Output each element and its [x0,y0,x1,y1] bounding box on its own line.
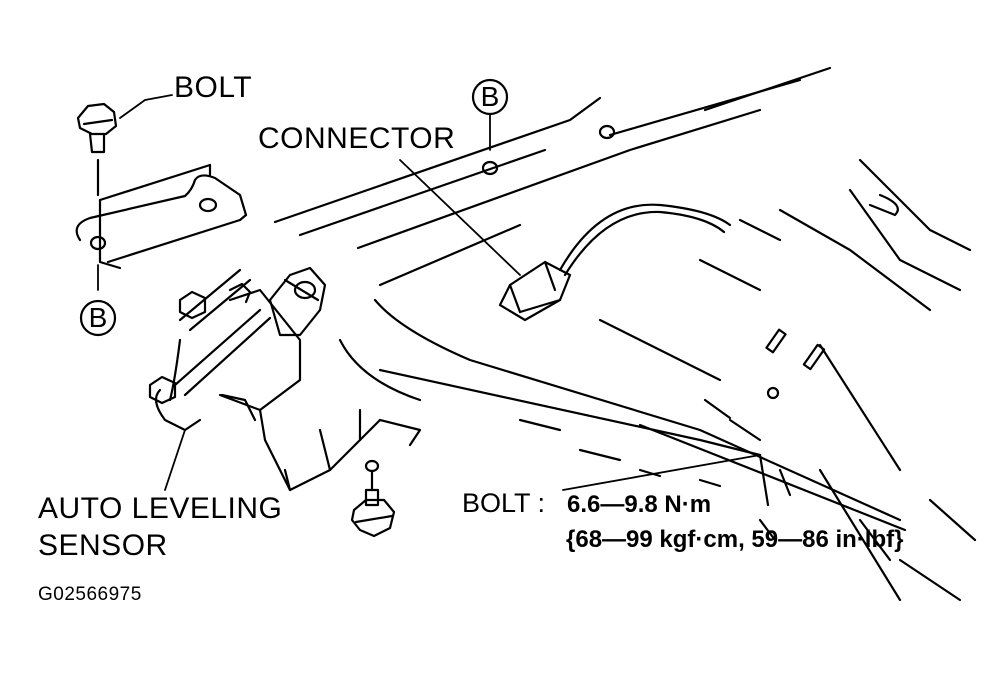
connector-harness [498,203,732,322]
ref-letter-top: B [480,81,500,112]
connector-label: CONNECTOR [258,122,456,155]
sensor-bracket [75,163,248,270]
sensor-label-line1: AUTO LEVELING [38,492,283,525]
bolt-bottom-drawing [350,459,396,538]
auto-leveling-sensor [148,266,422,492]
torque-alt-units: {68—99 kgf·cm, 59—86 in·lbf} [566,526,904,553]
ref-letter-left: B [88,302,108,333]
torque-prefix: BOLT : [462,488,546,518]
body-panel [273,66,977,602]
torque-value: 6.6—9.8 N·m [567,491,712,518]
sensor-label-line2: SENSOR [38,529,168,562]
ref-circle-top [471,78,509,116]
bolt-top-drawing [76,102,118,197]
figure-code: G02566975 [38,584,142,605]
bolt-label: BOLT [174,71,253,104]
leader-lines [97,94,761,491]
ref-circle-left [79,299,117,337]
